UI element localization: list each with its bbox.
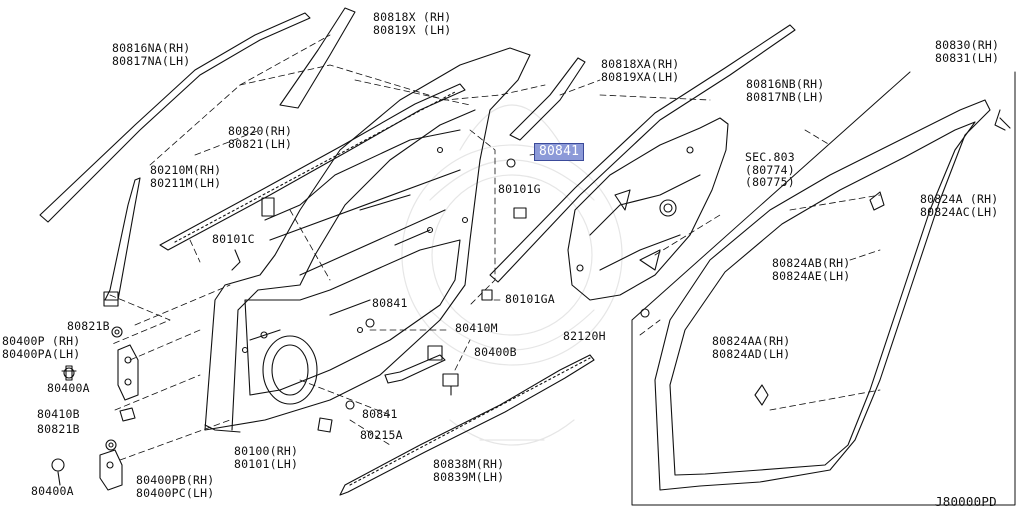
- label-80816nb: 80816NB(RH) 80817NB(LH): [746, 78, 824, 103]
- part-number: 80820(RH): [228, 124, 293, 138]
- part-number: 80818XA(RH): [601, 57, 680, 71]
- label-80838m: 80838M(RH) 80839M(LH): [433, 458, 504, 483]
- part-number: 80824AA(RH): [712, 334, 791, 348]
- label-80821b-bot: 80821B: [37, 422, 80, 436]
- part-number: 80818X (RH): [373, 10, 452, 24]
- label-80100: 80100(RH) 80101(LH): [234, 445, 298, 470]
- part-number: 80830(RH): [935, 38, 1000, 52]
- label-80400a-top: 80400A: [47, 381, 90, 395]
- label-80818xa: 80818XA(RH) 80819XA(LH): [601, 58, 679, 83]
- label-80830: 80830(RH) 80831(LH): [935, 39, 999, 64]
- clips: [261, 158, 885, 410]
- label-80841-bot: 80841: [362, 407, 398, 421]
- hinge-upper-80400p: [117, 344, 139, 401]
- label-80818x: 80818X (RH) 80819X (LH): [373, 11, 451, 36]
- sash-80210m: [103, 177, 141, 307]
- bolts: [51, 326, 459, 486]
- part-number: 80817NA(LH): [112, 53, 191, 68]
- diagram-code: J80000PD: [935, 494, 997, 509]
- part-number: 80839M(LH): [433, 469, 505, 484]
- section-ref: (80774): [745, 162, 795, 177]
- part-number: 80824A (RH): [920, 192, 999, 206]
- part-number: 80816NA(RH): [112, 41, 191, 55]
- label-80400pb: 80400PB(RH) 80400PC(LH): [136, 474, 214, 499]
- watermark-emblem: [401, 104, 623, 446]
- label-80101c: 80101C: [212, 232, 255, 246]
- check-link-80410m: [384, 345, 446, 384]
- highlighted-part-80841[interactable]: 80841: [534, 143, 585, 161]
- part-number: 80400PC(LH): [136, 485, 215, 500]
- label-82120h: 82120H: [563, 329, 606, 343]
- door-seal-80830: [654, 99, 1011, 491]
- label-80824ab: 80824AB(RH) 80824AE(LH): [772, 257, 850, 282]
- label-80210m: 80210M(RH) 80211M(LH): [150, 164, 221, 189]
- moulding-80818x: [279, 7, 356, 109]
- roof-moulding-80816na: [39, 12, 311, 223]
- moulding-80816nb: [489, 24, 796, 283]
- part-number: 80400PB(RH): [136, 473, 215, 487]
- part-number: 80817NB(LH): [746, 89, 825, 104]
- label-80410m: 80410M: [455, 321, 498, 335]
- part-number: 80824AB(RH): [772, 256, 851, 270]
- label-80824a: 80824A (RH) 80824AC(LH): [920, 193, 998, 218]
- label-80410b: 80410B: [37, 407, 80, 421]
- part-number: 80831(LH): [935, 50, 1000, 65]
- label-80400b: 80400B: [474, 345, 517, 359]
- part-number: 80211M(LH): [150, 175, 222, 190]
- label-80215a: 80215A: [360, 428, 403, 442]
- label-80824aa: 80824AA(RH) 80824AD(LH): [712, 335, 790, 360]
- part-number: 80400PA(LH): [2, 346, 81, 361]
- part-number: 80821(LH): [228, 136, 293, 151]
- label-80821b-top: 80821B: [67, 319, 110, 333]
- label-80400p: 80400P (RH) 80400PA(LH): [2, 335, 80, 360]
- part-number: 80819XA(LH): [601, 69, 680, 84]
- part-number: 80819X (LH): [373, 22, 452, 37]
- part-number: 80838M(RH): [433, 457, 505, 471]
- weatherstrip-80838m: [339, 354, 595, 496]
- label-80820: 80820(RH) 80821(LH): [228, 125, 292, 150]
- moulding-80818xa: [509, 57, 586, 141]
- glass-run-80820: [159, 83, 466, 251]
- section-ref: SEC.803: [745, 150, 795, 164]
- part-number: 80824AD(LH): [712, 346, 791, 361]
- label-80400a-bot: 80400A: [31, 484, 74, 498]
- detail-box-frame: [631, 71, 1016, 506]
- part-number: 80824AE(LH): [772, 268, 851, 283]
- part-number: 80100(RH): [234, 444, 299, 458]
- door-panel-80100: [204, 47, 531, 433]
- part-number: 80816NB(RH): [746, 77, 825, 91]
- part-number: 80824AC(LH): [920, 204, 999, 219]
- section-ref: (80775): [745, 175, 795, 189]
- part-number: 80210M(RH): [150, 163, 222, 177]
- label-80816na: 80816NA(RH) 80817NA(LH): [112, 42, 190, 67]
- sealing-screen-sec803: [567, 117, 729, 301]
- label-80101g: 80101G: [498, 182, 541, 196]
- label-80841-mid: 80841: [372, 296, 408, 310]
- part-number: 80101(LH): [234, 456, 299, 471]
- label-80101ga: 80101GA: [505, 292, 555, 306]
- hinge-lower-80400pb: [99, 449, 123, 491]
- part-number: 80400P (RH): [2, 334, 81, 348]
- label-sec803: SEC.803 (80774) (80775): [745, 151, 795, 189]
